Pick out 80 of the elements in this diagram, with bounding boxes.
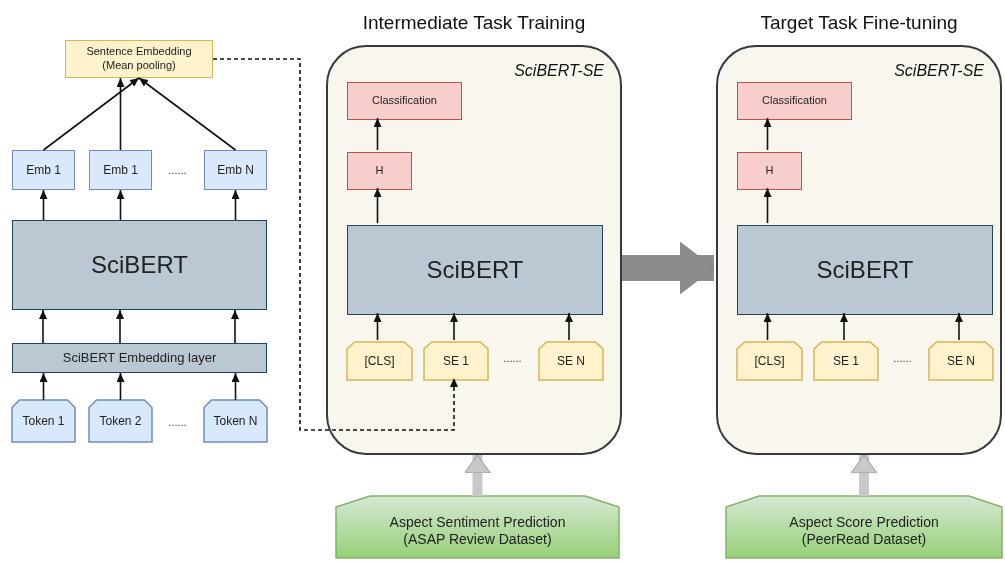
- ellipsis-label: ......: [502, 351, 523, 366]
- ellipsis-label: ......: [167, 163, 188, 178]
- node-label: Aspect Score Prediction (PeerRead Dataset): [788, 512, 940, 549]
- head-box: [347, 82, 462, 120]
- arrow: [231, 309, 239, 344]
- node-label: Emb 1: [26, 162, 61, 178]
- embedding-layer-box: [12, 343, 267, 373]
- embedding-box: [89, 150, 152, 190]
- node-label: H: [375, 164, 384, 178]
- arrow: [373, 312, 382, 341]
- input-token-box: [814, 342, 878, 380]
- token-box: [204, 400, 267, 442]
- arrow: [42, 77, 140, 151]
- node-label: Sentence Embedding (Mean pooling): [85, 45, 193, 73]
- node-label: SE N: [947, 353, 975, 369]
- embedding-box: [204, 150, 267, 190]
- dashed-arrow: [212, 58, 458, 431]
- input-token-box: [929, 342, 993, 380]
- panel-title: Target Task Fine-tuning: [759, 10, 959, 35]
- node-label: Token N: [213, 413, 258, 429]
- dataset-box: [336, 496, 619, 558]
- model-box: [12, 220, 267, 310]
- model-box: [347, 225, 603, 315]
- arrow: [373, 117, 382, 151]
- node-label: H: [765, 164, 774, 178]
- arrow: [840, 312, 848, 341]
- model-name-label: SciBERT-SE: [894, 61, 984, 81]
- arrow: [231, 189, 240, 221]
- head-box: [737, 82, 852, 120]
- arrow: [116, 77, 125, 151]
- head-box: [347, 152, 412, 190]
- arrow: [231, 372, 240, 401]
- ellipsis-label: ......: [167, 415, 188, 430]
- input-token-box: [347, 342, 412, 380]
- panel-title: Intermediate Task Training: [361, 10, 587, 35]
- embedding-box: [12, 150, 75, 190]
- node-label: SE N: [557, 353, 585, 369]
- input-token-box: [539, 342, 603, 380]
- arrow: [450, 312, 458, 341]
- node-label: SE 1: [443, 353, 469, 369]
- node-label: SciBERT: [426, 255, 524, 285]
- node-label: Emb N: [217, 162, 254, 178]
- node-label: SciBERT: [91, 250, 188, 280]
- token-box: [89, 400, 152, 442]
- node-label: Aspect Sentiment Prediction (ASAP Review Dataset): [388, 512, 567, 549]
- model-name-label: SciBERT-SE: [514, 61, 604, 81]
- arrow: [373, 187, 382, 224]
- ellipsis-label: ......: [892, 351, 913, 366]
- arrow: [116, 189, 125, 221]
- node-label: Emb 1: [103, 162, 138, 178]
- arrow: [39, 372, 48, 401]
- arrow: [116, 372, 125, 401]
- arrow: [39, 189, 48, 221]
- node-label: [CLS]: [754, 353, 785, 369]
- node-label: Classification: [762, 94, 827, 108]
- arrow: [39, 309, 47, 344]
- dataset-box: [726, 496, 1002, 558]
- pooling-box: [65, 40, 213, 78]
- node-label: Token 1: [22, 413, 65, 429]
- arrow: [763, 187, 772, 224]
- input-token-box: [737, 342, 802, 380]
- arrow: [138, 77, 237, 151]
- block-arrow: [464, 454, 491, 496]
- node-label: SciBERT Embedding layer: [62, 349, 217, 367]
- arrow: [116, 309, 124, 344]
- arrow: [763, 117, 772, 151]
- block-arrow: [622, 241, 715, 295]
- token-box: [12, 400, 75, 442]
- node-label: SE 1: [833, 353, 859, 369]
- arrow: [763, 312, 772, 341]
- node-label: Classification: [372, 94, 437, 108]
- node-label: Token 2: [99, 413, 142, 429]
- head-box: [737, 152, 802, 190]
- node-label: SciBERT: [816, 255, 914, 285]
- node-label: [CLS]: [364, 353, 395, 369]
- input-token-box: [424, 342, 488, 380]
- arrow: [955, 312, 963, 341]
- model-box: [737, 225, 993, 315]
- arrow: [565, 312, 573, 341]
- block-arrow: [850, 454, 878, 496]
